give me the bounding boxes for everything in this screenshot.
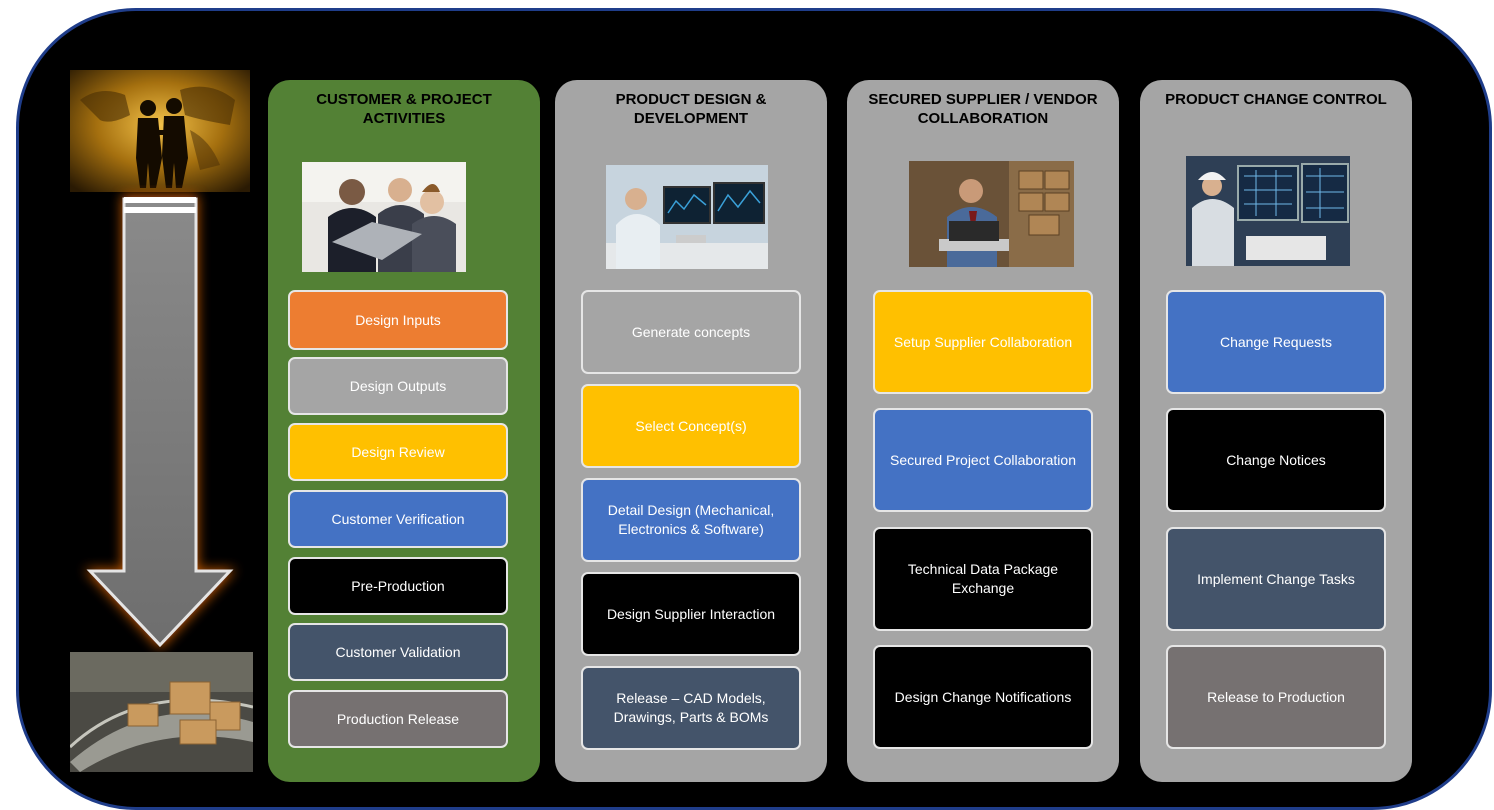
item-customer-validation: Customer Validation	[288, 623, 508, 681]
item-design-outputs: Design Outputs	[288, 357, 508, 415]
item-design-supplier-interaction: Design Supplier Interaction	[581, 572, 801, 656]
engineer-hardhat-photo	[1186, 156, 1350, 266]
item-release-cad-models: Release – CAD Models, Drawings, Parts & …	[581, 666, 801, 750]
item-generate-concepts: Generate concepts	[581, 290, 801, 374]
item-release-to-production: Release to Production	[1166, 645, 1386, 749]
item-production-release: Production Release	[288, 690, 508, 748]
conveyor-boxes-photo	[70, 652, 253, 772]
panel-title: SECURED SUPPLIER / VENDOR COLLABORATION	[868, 91, 1098, 127]
item-detail-design: Detail Design (Mechanical, Electronics &…	[581, 478, 801, 562]
down-arrow-icon	[84, 195, 236, 649]
panel-title: CUSTOMER & PROJECT ACTIVITIES	[316, 91, 492, 127]
engineer-monitors-photo	[606, 165, 768, 269]
item-change-notices: Change Notices	[1166, 408, 1386, 512]
item-secured-project-collaboration: Secured Project Collaboration	[873, 408, 1093, 512]
world-map-handshake-photo	[70, 70, 250, 192]
item-design-inputs: Design Inputs	[288, 290, 508, 350]
item-implement-change-tasks: Implement Change Tasks	[1166, 527, 1386, 631]
business-meeting-photo	[302, 162, 466, 272]
item-setup-supplier-collaboration: Setup Supplier Collaboration	[873, 290, 1093, 394]
item-pre-production: Pre-Production	[288, 557, 508, 615]
item-design-review: Design Review	[288, 423, 508, 481]
item-design-change-notifications: Design Change Notifications	[873, 645, 1093, 749]
item-technical-data-package-exchange: Technical Data Package Exchange	[873, 527, 1093, 631]
item-change-requests: Change Requests	[1166, 290, 1386, 394]
panel-secured-supplier-collaboration: SECURED SUPPLIER / VENDOR COLLABORATION …	[847, 80, 1119, 782]
warehouse-laptop-photo	[909, 161, 1074, 267]
panel-title: PRODUCT DESIGN & DEVELOPMENT	[615, 91, 767, 127]
panel-customer-project-activities: CUSTOMER & PROJECT ACTIVITIES Design Inp…	[268, 80, 540, 782]
panel-product-design-development: PRODUCT DESIGN & DEVELOPMENT Generate co…	[555, 80, 827, 782]
item-select-concepts: Select Concept(s)	[581, 384, 801, 468]
panel-title: PRODUCT CHANGE CONTROL	[1165, 91, 1387, 108]
panel-product-change-control: PRODUCT CHANGE CONTROL Change Requests C…	[1140, 80, 1412, 782]
item-customer-verification: Customer Verification	[288, 490, 508, 548]
